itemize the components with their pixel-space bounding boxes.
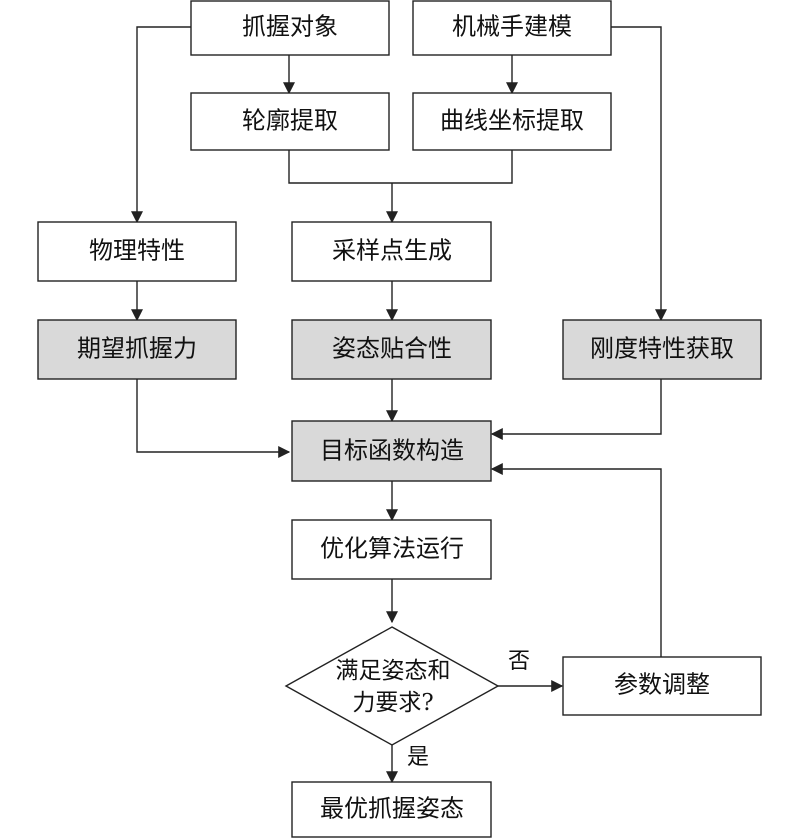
node-posture-fit-label: 姿态贴合性: [332, 335, 452, 363]
node-contour-extraction-label: 轮廓提取: [242, 107, 338, 135]
node-sampling-point-generation: 采样点生成: [291, 221, 492, 282]
node-hand-modeling: 机械手建模: [412, 0, 612, 56]
node-decision-label-line1: 满足姿态和: [336, 658, 451, 684]
edge-adjustment-to-objective: [490, 463, 662, 657]
node-stiffness-acquisition: 刚度特性获取: [562, 319, 762, 380]
node-decision: 满足姿态和 力要求?: [284, 626, 500, 746]
edge-stiffness-to-objective: [490, 379, 662, 440]
node-optimal-grasp-posture: 最优抓握姿态: [291, 781, 492, 838]
edge-hand-to-stiffness: [611, 26, 667, 322]
edge-force-to-objective: [136, 379, 291, 458]
node-posture-fit: 姿态贴合性: [291, 319, 492, 380]
edge-contour-curve-merge: [288, 150, 513, 184]
edge-label-no: 否: [508, 649, 530, 674]
node-optimal-grasp-posture-label: 最优抓握姿态: [320, 795, 464, 823]
edge-label-yes: 是: [407, 745, 429, 770]
node-expected-grasp-force-label: 期望抓握力: [77, 335, 197, 363]
node-objective-function-label: 目标函数构造: [320, 437, 464, 465]
node-expected-grasp-force: 期望抓握力: [37, 319, 237, 380]
node-physical-properties-label: 物理特性: [89, 237, 185, 265]
node-parameter-adjustment-label: 参数调整: [614, 671, 710, 699]
node-objective-function: 目标函数构造: [291, 420, 492, 482]
node-hand-modeling-label: 机械手建模: [452, 13, 572, 41]
node-optimization-run: 优化算法运行: [291, 519, 492, 580]
edge-grasp-object-to-physical: [131, 26, 191, 224]
node-sampling-point-generation-label: 采样点生成: [332, 237, 452, 265]
node-optimization-run-label: 优化算法运行: [320, 535, 464, 563]
node-decision-label-line2: 力要求?: [352, 690, 433, 716]
node-contour-extraction: 轮廓提取: [190, 92, 390, 151]
node-curve-coordinate-extraction: 曲线坐标提取: [412, 92, 612, 151]
node-grasp-object: 抓握对象: [190, 0, 390, 56]
node-stiffness-acquisition-label: 刚度特性获取: [590, 335, 734, 363]
node-parameter-adjustment: 参数调整: [562, 656, 762, 716]
node-physical-properties: 物理特性: [37, 221, 237, 282]
node-grasp-object-label: 抓握对象: [242, 13, 338, 41]
connectors: [131, 26, 667, 784]
node-curve-coordinate-extraction-label: 曲线坐标提取: [440, 107, 584, 135]
